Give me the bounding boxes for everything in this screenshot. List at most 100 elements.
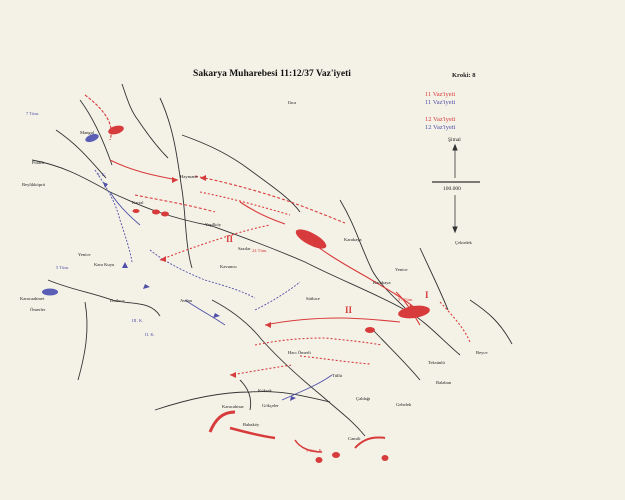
turkish-arrow-3 bbox=[409, 304, 415, 310]
place-label: Sütluce bbox=[306, 296, 320, 301]
place-label: Karacaahmet bbox=[20, 296, 45, 301]
place-label: Çaldağı bbox=[356, 396, 371, 401]
legend-item-turkish-12: 12 Vaz'iyeti bbox=[425, 116, 456, 123]
road-east-line bbox=[339, 199, 406, 309]
place-label: Kara Kuyu bbox=[94, 262, 115, 267]
scale-label: 100.000 bbox=[443, 186, 461, 192]
turkish-unit-ellipse-6 bbox=[132, 209, 140, 213]
turkish-line-southeast bbox=[264, 317, 401, 326]
greek-front-west-2 bbox=[109, 191, 141, 226]
turkish-arrows bbox=[160, 175, 415, 378]
legend-item-turkish-11: 11 Vaz'iyeti bbox=[425, 91, 456, 98]
turkish-corps-label: II bbox=[345, 305, 353, 315]
river-north-line bbox=[121, 83, 169, 159]
place-label: Sazılar bbox=[238, 246, 251, 251]
place-label: Gebelek bbox=[396, 402, 412, 407]
turkish-unit-label: 57 Tüm. bbox=[398, 297, 414, 302]
turkish-cavalry-arc-2 bbox=[229, 426, 276, 440]
greek-arrow-3 bbox=[213, 313, 220, 318]
turkish-line-east bbox=[395, 291, 421, 326]
turkish-cavalry-arc-3 bbox=[354, 436, 386, 449]
place-label: Polatlı bbox=[32, 160, 44, 165]
turkish-cavalry-arc-4 bbox=[294, 439, 323, 453]
place-label: Çekirdek bbox=[455, 240, 472, 245]
north-label: Şimal bbox=[448, 137, 461, 143]
place-label: Karakaya bbox=[344, 237, 362, 242]
greek-arrow-4 bbox=[290, 396, 296, 401]
scale-lower-head bbox=[452, 226, 458, 234]
railway-branch-line bbox=[55, 129, 107, 179]
place-label: Gökçeler bbox=[262, 403, 279, 408]
turkish-unit-ellipse-8 bbox=[332, 452, 340, 458]
turkish-corps-label: II bbox=[226, 234, 234, 244]
north-arrow-head bbox=[452, 143, 458, 151]
turkish-unit-ellipse-2 bbox=[295, 229, 327, 249]
turkish-unit-ellipse-9 bbox=[315, 457, 323, 463]
greek-unit-label: 5 Tüm. bbox=[56, 265, 70, 270]
turkish-unit-ellipse-5 bbox=[161, 211, 169, 217]
turkish-arrow-2 bbox=[200, 175, 206, 181]
place-label: Beylikköprü bbox=[22, 182, 45, 187]
place-label: Yeşilköy bbox=[205, 222, 222, 227]
greek-arrow-5 bbox=[103, 182, 108, 188]
place-label: Kartal bbox=[132, 200, 144, 205]
place-label: Dutluca bbox=[110, 298, 125, 303]
river-southwest-line bbox=[77, 301, 88, 381]
map-title: Sakarya Muharebesi 11:12/37 Vaz'iyeti bbox=[193, 69, 351, 79]
greek-front-west bbox=[94, 169, 133, 263]
place-label: Hacı Ömerli bbox=[288, 350, 311, 355]
place-label: Kavuncu bbox=[220, 264, 237, 269]
turkish-line-south bbox=[299, 355, 371, 365]
main-railway-line bbox=[31, 159, 461, 356]
turkish-arrow-6 bbox=[160, 256, 166, 262]
greek-unit-label: 7 Tüm. bbox=[26, 111, 40, 116]
turkish-line-north-central bbox=[194, 175, 346, 224]
legend-item-greek-12: 12 Vaz'iyeti bbox=[425, 124, 456, 131]
turkish-unit-ellipse-7 bbox=[365, 327, 375, 333]
turkish-line-n-2 bbox=[239, 201, 286, 225]
place-label: Haymana bbox=[180, 174, 198, 179]
turkish-line-northwest-2 bbox=[134, 194, 216, 213]
greek-unit-ellipse-1 bbox=[85, 133, 99, 143]
greek-front-east bbox=[254, 281, 301, 311]
greek-unit-label: II. K. bbox=[145, 332, 155, 337]
greek-unit-label: III. K. bbox=[132, 318, 144, 323]
turkish-unit-label: 5 Süv. K. bbox=[306, 448, 324, 453]
road-south-east-line bbox=[372, 329, 421, 381]
river-east-line bbox=[419, 247, 449, 311]
road-north-line bbox=[181, 134, 301, 213]
place-label: Teksünlü bbox=[428, 360, 445, 365]
greek-unit-ellipse-2 bbox=[42, 288, 58, 296]
greek-arrow-1 bbox=[122, 262, 128, 268]
place-label: Beyce bbox=[476, 350, 488, 355]
greek-front-south bbox=[281, 374, 333, 401]
place-label: Kükrek bbox=[258, 388, 272, 393]
place-label: Yenice bbox=[395, 267, 408, 272]
river-central-line bbox=[211, 299, 323, 397]
legend-item-greek-11: 11 Vaz'iyeti bbox=[425, 99, 456, 106]
turkish-front-lines bbox=[84, 94, 471, 453]
road-west-line bbox=[47, 279, 161, 317]
greek-arrow-2 bbox=[143, 284, 150, 289]
place-label: Avdan bbox=[180, 298, 192, 303]
place-label: Balaban bbox=[436, 380, 452, 385]
greek-arrows bbox=[103, 182, 296, 401]
stream-south-line bbox=[239, 379, 252, 411]
turkish-corps-label: I bbox=[425, 290, 429, 300]
place-label: Mangal bbox=[80, 130, 95, 135]
turkish-formations bbox=[108, 125, 430, 463]
sheet-label: Kroki: 8 bbox=[452, 72, 476, 79]
place-label: Babaköy bbox=[243, 422, 260, 427]
turkish-arrow-4 bbox=[265, 322, 271, 328]
road-southeast-line bbox=[469, 299, 513, 345]
turkish-line-south-2 bbox=[229, 364, 293, 376]
turkish-line-east-2 bbox=[439, 301, 471, 343]
place-label: Karakaya bbox=[373, 280, 391, 285]
sakarya-river-line bbox=[159, 97, 193, 269]
greek-front-central-2 bbox=[184, 299, 226, 326]
place-label: Ilıca bbox=[288, 100, 297, 105]
turkish-line-north bbox=[84, 94, 112, 141]
place-label: Yenice bbox=[78, 252, 91, 257]
